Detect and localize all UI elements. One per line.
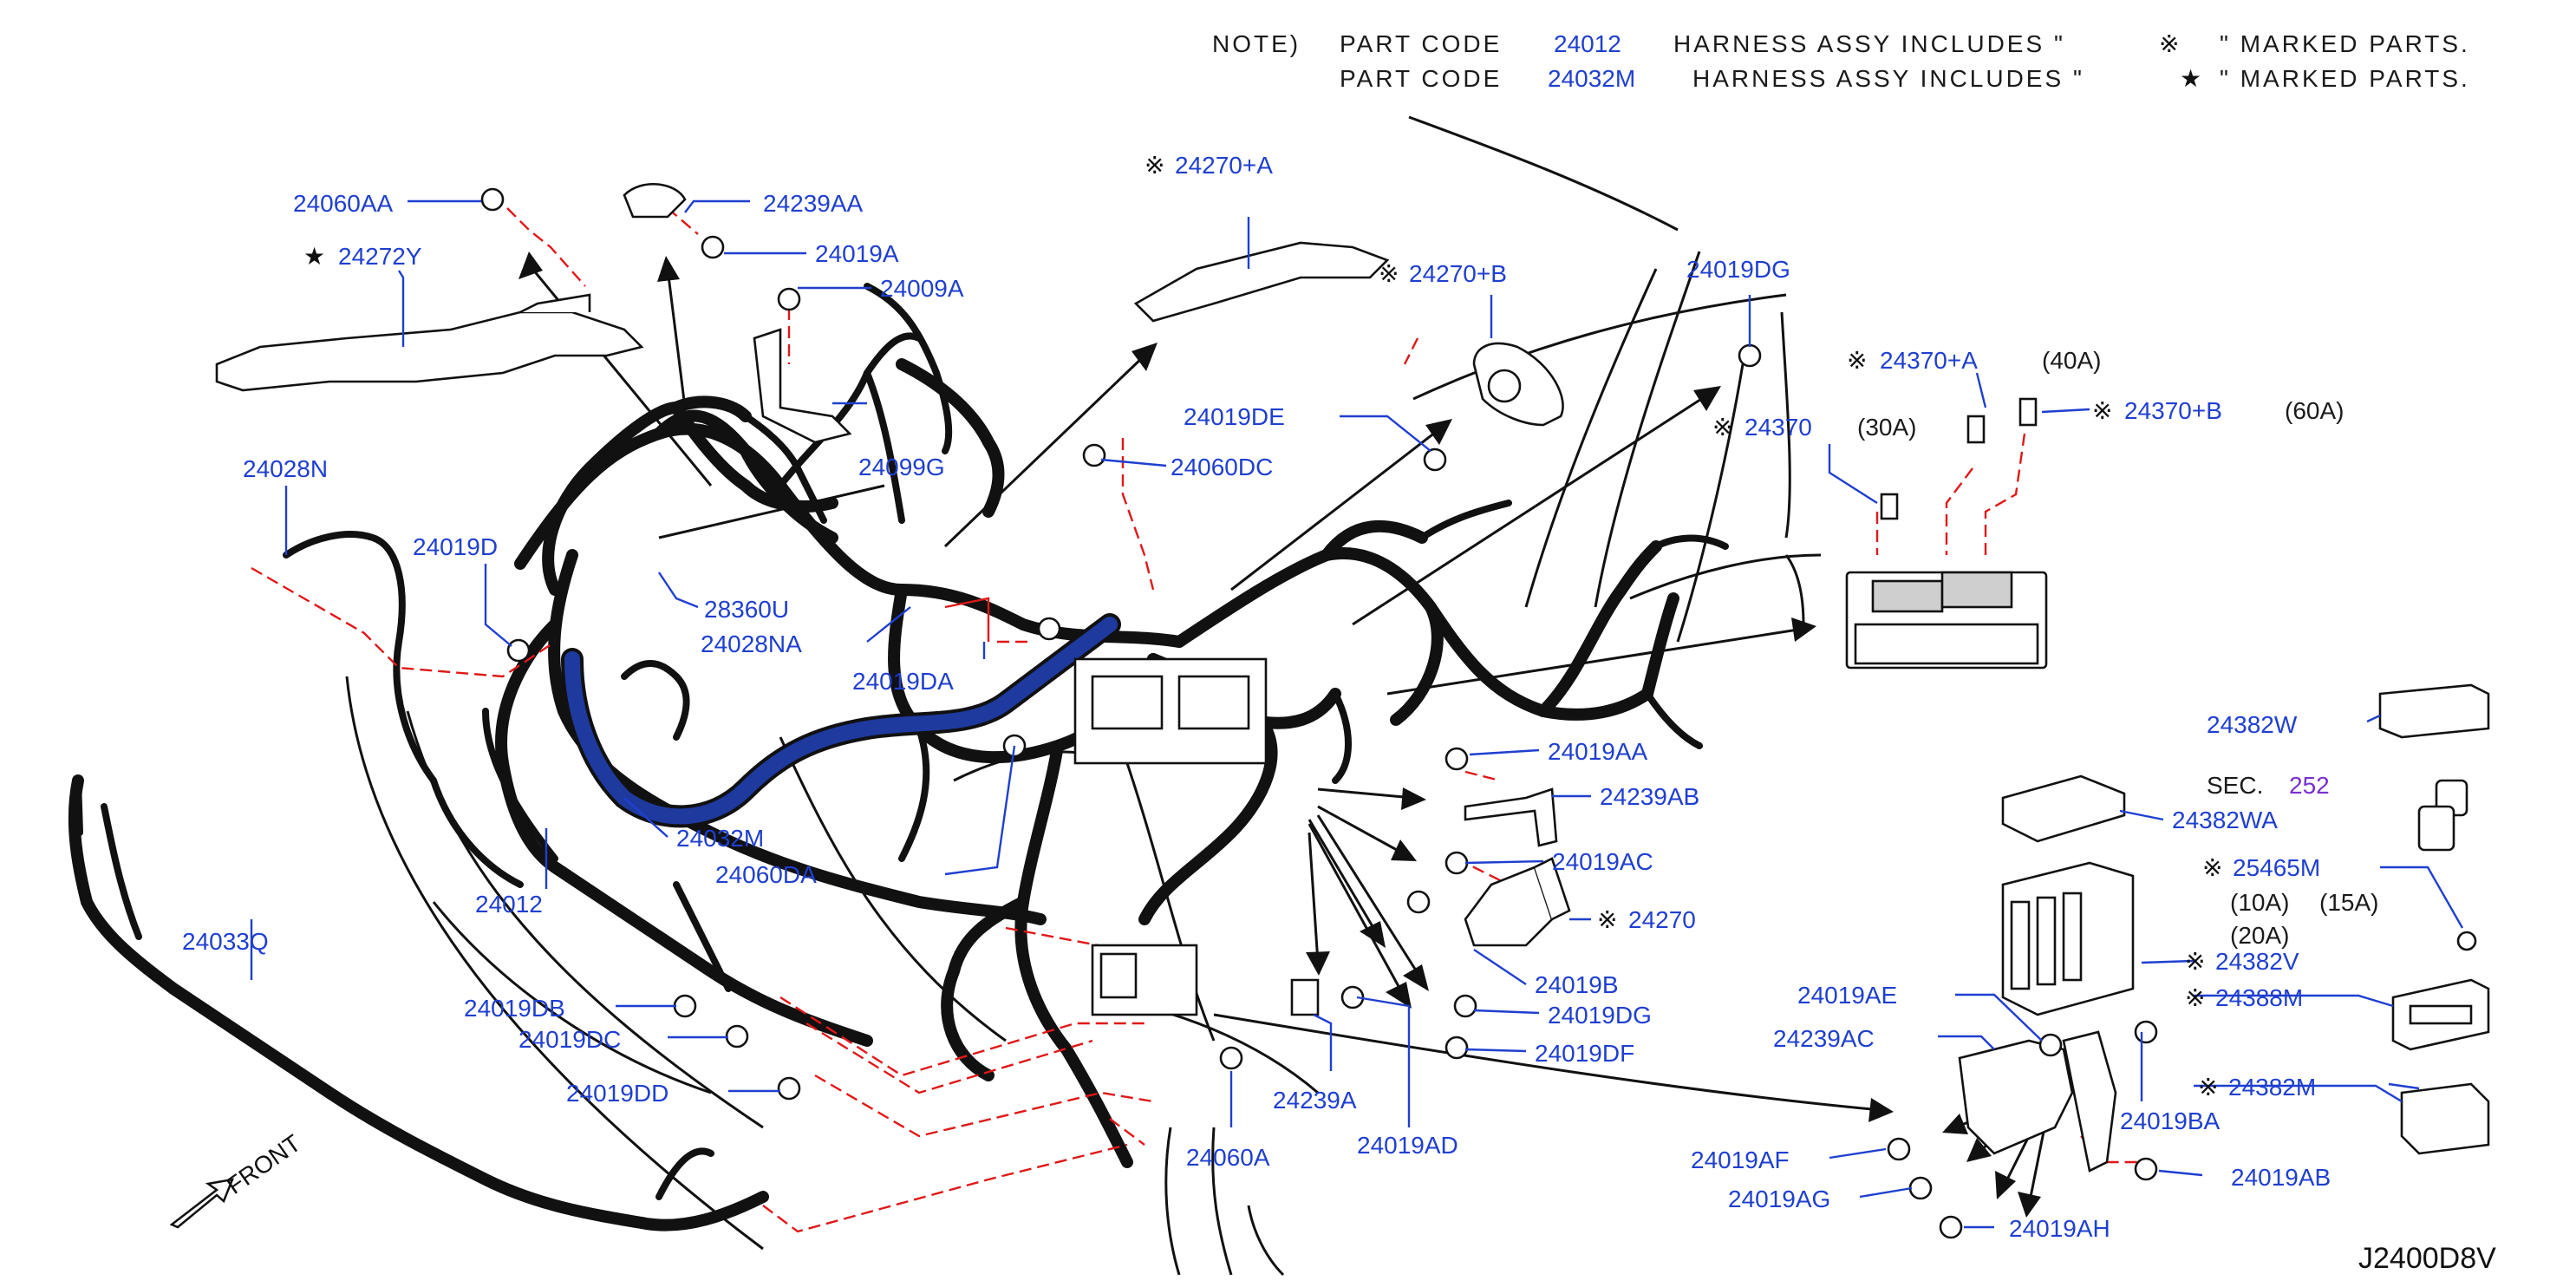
note1-suffix: " MARKED PARTS. (2220, 30, 2470, 57)
callout-24019AB[interactable]: 24019AB (2231, 1164, 2331, 1191)
callout-28360U[interactable]: 28360U (704, 596, 789, 623)
note2-code[interactable]: 24032M (1548, 65, 1635, 92)
front-indicator: FRONT (169, 1129, 306, 1229)
callout-24239A[interactable]: 24239A (1273, 1087, 1357, 1114)
sec-label: SEC. (2207, 772, 2263, 799)
callout-24028NA[interactable]: 24028NA (701, 630, 802, 657)
engine-room-harness-24033Q[interactable] (68, 774, 769, 1231)
callout-24012[interactable]: 24012 (475, 891, 543, 918)
kome-mark-24370B: ※ (2092, 396, 2112, 425)
part-code-notes: NOTE) PART CODE 24012 HARNESS ASSY INCLU… (1212, 29, 2470, 93)
kome-mark-24388M: ※ (2185, 983, 2205, 1012)
callout-24019BA[interactable]: 24019BA (2120, 1107, 2221, 1134)
highlighted-harness-24032M[interactable] (561, 613, 1121, 828)
callout-24019B[interactable]: 24019B (1535, 971, 1619, 998)
callout-24028N[interactable]: 24028N (243, 455, 328, 482)
front-arrow-icon (169, 1178, 234, 1229)
diagram-id: J2400D8V (2358, 1242, 2496, 1275)
callout-24370A[interactable]: 24370+A (1880, 347, 1978, 374)
callout-24019DF[interactable]: 24019DF (1535, 1040, 1634, 1067)
callout-24060DC[interactable]: 24060DC (1171, 454, 1273, 480)
callout-24019AA[interactable]: 24019AA (1548, 738, 1648, 765)
callout-24239AC[interactable]: 24239AC (1773, 1025, 1875, 1052)
callout-24019DE[interactable]: 24019DE (1184, 403, 1285, 430)
kome-mark-24370: ※ (1712, 413, 1732, 441)
callout-24382W[interactable]: 24382W (2207, 711, 2298, 738)
part-callouts: 24060AA 24239AA 24019A 24009A ★ 24272Y ※… (182, 151, 2378, 1242)
callout-24019DG-top[interactable]: 24019DG (1686, 256, 1790, 283)
callout-24009A[interactable]: 24009A (880, 275, 964, 302)
kome-mark-24270: ※ (1597, 905, 1617, 934)
callout-24370B[interactable]: 24370+B (2124, 397, 2222, 424)
callout-25465M[interactable]: 25465M (2233, 854, 2320, 881)
callout-24019AE[interactable]: 24019AE (1797, 982, 1897, 1009)
callout-24019AF[interactable]: 24019AF (1691, 1147, 1790, 1173)
callout-24019D[interactable]: 24019D (413, 533, 498, 560)
callout-24382WA[interactable]: 24382WA (2172, 807, 2278, 833)
callout-24060A[interactable]: 24060A (1186, 1144, 1270, 1171)
callout-24019DG-low[interactable]: 24019DG (1548, 1002, 1652, 1029)
note1-text: HARNESS ASSY INCLUDES " (1673, 30, 2065, 57)
kome-mark-24382M: ※ (2198, 1073, 2218, 1101)
note1-prefix: PART CODE (1340, 30, 1502, 57)
kome-mark-24270A: ※ (1145, 151, 1164, 180)
kome-mark-24370A: ※ (1847, 346, 1867, 375)
star-symbol: ★ (2180, 64, 2201, 93)
callout-24019DB[interactable]: 24019DB (464, 995, 565, 1022)
callout-24239AA[interactable]: 24239AA (763, 190, 864, 217)
assembly-arrows (518, 252, 2048, 1218)
callout-24370[interactable]: 24370 (1745, 414, 1812, 441)
callout-24272Y[interactable]: 24272Y (338, 243, 422, 270)
callout-24382V[interactable]: 24382V (2215, 948, 2299, 975)
amp-30A: (30A) (1857, 414, 1916, 441)
callout-24239AB[interactable]: 24239AB (1600, 783, 1699, 810)
note2-prefix: PART CODE (1340, 65, 1502, 92)
kome-mark-24270B: ※ (1379, 259, 1399, 288)
callout-24019AD[interactable]: 24019AD (1357, 1132, 1458, 1159)
callout-24019AC[interactable]: 24019AC (1552, 848, 1653, 875)
amp-10A: (10A) (2230, 889, 2289, 916)
callout-24019DC[interactable]: 24019DC (518, 1026, 621, 1053)
star-mark-24272Y: ★ (303, 242, 325, 271)
kome-mark-25465M: ※ (2202, 853, 2222, 882)
callout-24388M[interactable]: 24388M (2215, 984, 2303, 1011)
leader-lines (250, 199, 2464, 1229)
part-shapes (215, 183, 2490, 1239)
sec-number[interactable]: 252 (2289, 772, 2330, 799)
amp-60A: (60A) (2285, 397, 2344, 424)
callout-24033Q[interactable]: 24033Q (182, 928, 269, 955)
callout-24270A[interactable]: 24270+A (1175, 152, 1273, 179)
kome-symbol: ※ (2159, 29, 2179, 58)
callout-24270B[interactable]: 24270+B (1409, 260, 1507, 287)
callout-24032M[interactable]: 24032M (676, 825, 764, 852)
note-label: NOTE) (1212, 30, 1301, 57)
note2-suffix: " MARKED PARTS. (2220, 65, 2470, 92)
note2-text: HARNESS ASSY INCLUDES " (1692, 65, 2084, 92)
callout-24382M[interactable]: 24382M (2228, 1074, 2316, 1101)
front-label: FRONT (222, 1129, 306, 1199)
amp-15A: (15A) (2319, 889, 2378, 916)
callout-24019DA[interactable]: 24019DA (852, 668, 954, 695)
callout-24019DD[interactable]: 24019DD (566, 1080, 668, 1107)
note1-code[interactable]: 24012 (1554, 30, 1621, 57)
amp-20A: (20A) (2230, 922, 2289, 949)
callout-24019AG[interactable]: 24019AG (1728, 1186, 1830, 1212)
callout-24019AH[interactable]: 24019AH (2009, 1215, 2110, 1242)
callout-24060AA[interactable]: 24060AA (293, 190, 394, 217)
callout-24270[interactable]: 24270 (1628, 906, 1696, 933)
amp-40A: (40A) (2042, 347, 2101, 374)
callout-24060DA[interactable]: 24060DA (715, 861, 817, 888)
kome-mark-24382V: ※ (2185, 947, 2205, 976)
callout-24099G[interactable]: 24099G (858, 454, 945, 480)
callout-24019A[interactable]: 24019A (815, 240, 899, 267)
